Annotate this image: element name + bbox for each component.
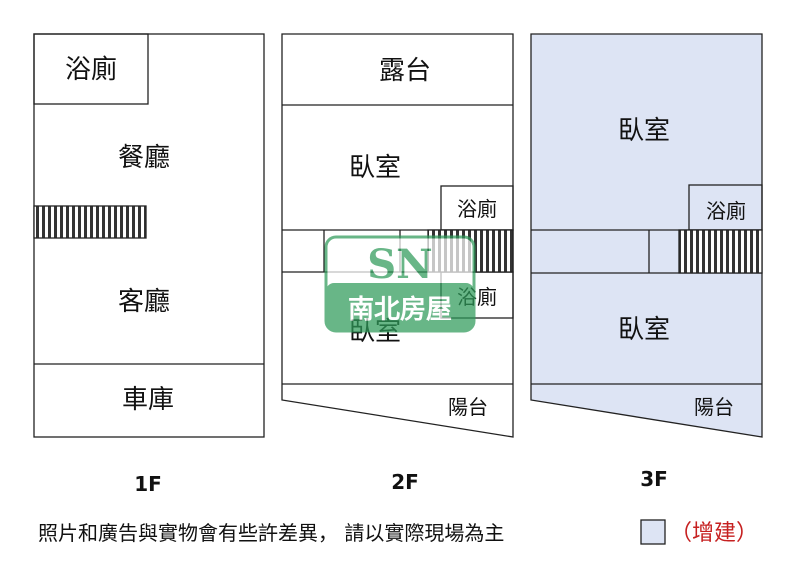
floor-1-plan <box>33 33 265 438</box>
watermark-logo: SN 南北房屋 <box>324 235 476 333</box>
floor-3-plan <box>530 33 763 438</box>
floor-2-terrace-label: 露台 <box>379 56 431 86</box>
floor-2-balcony-label: 陽台 <box>448 395 488 419</box>
legend-label: （增建） <box>670 521 758 546</box>
floor-1-living-label: 客廳 <box>118 287 170 317</box>
floor-3-bedroom-bottom-label: 臥室 <box>618 315 670 345</box>
watermark-mark: SN <box>367 241 432 288</box>
floor-3-bedroom-top-label: 臥室 <box>618 116 670 146</box>
floor-1-title: 1F <box>134 472 162 496</box>
floor-3-outline <box>530 33 763 438</box>
floor-3-balcony-label: 陽台 <box>694 395 734 419</box>
legend-swatch <box>640 519 666 545</box>
floor-1-staircase <box>33 205 147 239</box>
floor-2-bath-top-label: 浴廁 <box>457 197 497 221</box>
disclaimer-note: 照片和廣告與實物會有些許差異， 請以實際現場為主 <box>38 521 504 545</box>
floor-1-bath-label: 浴廁 <box>65 55 117 85</box>
floor-3-title: 3F <box>640 467 668 491</box>
floor-2-title: 2F <box>391 470 419 494</box>
watermark-name: 南北房屋 <box>348 295 452 325</box>
floor-1-dining-label: 餐廳 <box>118 143 170 173</box>
floor-2-outline <box>281 33 514 438</box>
floor-3-staircase <box>678 229 763 274</box>
floor-1-bath-room <box>33 33 149 105</box>
floor-2-bedroom-top-label: 臥室 <box>349 153 401 183</box>
floor-1-garage-label: 車庫 <box>122 385 174 415</box>
floor-3-bath-label: 浴廁 <box>706 199 746 223</box>
